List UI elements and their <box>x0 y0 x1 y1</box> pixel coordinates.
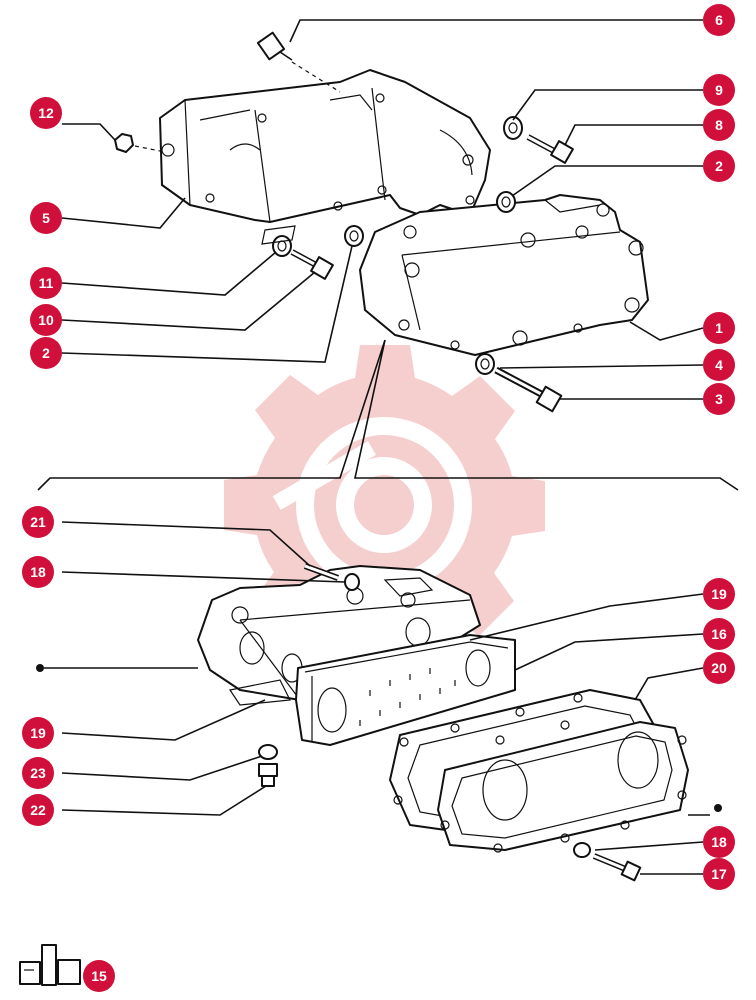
detail-bracket-line <box>37 339 739 491</box>
washer-18a <box>344 573 360 591</box>
leader-lines <box>44 19 710 875</box>
bolt-6 <box>256 31 341 93</box>
callout-22: 22 <box>22 794 54 826</box>
callout-2a-label: 2 <box>715 158 723 174</box>
callout-18b-label: 18 <box>711 834 727 850</box>
callout-9: 9 <box>703 74 735 106</box>
callout-21: 21 <box>22 506 54 538</box>
washer-2a <box>496 191 516 213</box>
washer-23 <box>258 744 278 760</box>
callout-2b-label: 2 <box>42 345 50 361</box>
callout-19a-label: 19 <box>711 586 727 602</box>
support-bracket <box>159 69 491 223</box>
callout-12: 12 <box>30 97 62 129</box>
reference-dot-left <box>36 664 44 672</box>
callouts: 6 12 9 8 2 5 11 10 2 1 4 3 21 18 19 16 2… <box>22 4 735 992</box>
callout-10-label: 10 <box>38 312 54 328</box>
callout-9-label: 9 <box>715 82 723 98</box>
washer-4 <box>475 353 495 375</box>
callout-16-label: 16 <box>711 626 727 642</box>
callout-11-label: 11 <box>39 275 54 291</box>
callout-8: 8 <box>703 109 735 141</box>
nut-12 <box>114 133 166 153</box>
callout-3: 3 <box>703 383 735 415</box>
bolt-8 <box>526 134 574 164</box>
callout-5: 5 <box>30 202 62 234</box>
bracket-gasket <box>261 225 296 245</box>
callout-2b: 2 <box>30 337 62 369</box>
callout-20: 20 <box>703 652 735 684</box>
bolt-17 <box>592 853 642 882</box>
reference-dot-right <box>714 804 722 812</box>
callout-17-label: 17 <box>711 866 727 882</box>
callout-17: 17 <box>703 858 735 890</box>
callout-4-label: 4 <box>715 357 723 373</box>
gasket-19a <box>229 679 291 706</box>
callout-19b-label: 19 <box>30 725 46 741</box>
callout-16: 16 <box>703 618 735 650</box>
callout-6-label: 6 <box>715 12 723 28</box>
bolt-10 <box>290 249 334 280</box>
callout-15: 15 <box>83 960 115 992</box>
callout-23-label: 23 <box>30 765 46 781</box>
cover-plate-20 <box>437 720 689 853</box>
washer-2b <box>344 225 364 247</box>
callout-4: 4 <box>703 349 735 381</box>
callout-18a-label: 18 <box>30 564 46 580</box>
bolt-3 <box>494 366 563 413</box>
callout-5-label: 5 <box>42 210 50 226</box>
callout-15-label: 15 <box>91 968 107 984</box>
callout-19b: 19 <box>22 717 54 749</box>
plug-22 <box>258 763 278 787</box>
callout-22-label: 22 <box>30 802 46 818</box>
callout-19a: 19 <box>703 578 735 610</box>
callout-10: 10 <box>30 304 62 336</box>
callout-18a: 18 <box>22 556 54 588</box>
callout-11: 11 <box>30 267 62 299</box>
callout-3-label: 3 <box>715 391 723 407</box>
callout-6: 6 <box>703 4 735 36</box>
callout-2a: 2 <box>703 150 735 182</box>
callout-12-label: 12 <box>38 105 54 121</box>
callout-18b: 18 <box>703 826 735 858</box>
callout-21-label: 21 <box>30 514 46 530</box>
callout-1: 1 <box>703 312 735 344</box>
kit-15-icon <box>19 944 81 986</box>
callout-8-label: 8 <box>715 117 723 133</box>
callout-20-label: 20 <box>711 660 727 676</box>
cooler-core <box>295 634 516 746</box>
washer-18b <box>573 842 591 858</box>
washer-9 <box>503 116 523 140</box>
bolt-21 <box>303 563 340 581</box>
callout-1-label: 1 <box>715 320 723 336</box>
callout-23: 23 <box>22 757 54 789</box>
oil-cooler-housing <box>359 194 649 356</box>
